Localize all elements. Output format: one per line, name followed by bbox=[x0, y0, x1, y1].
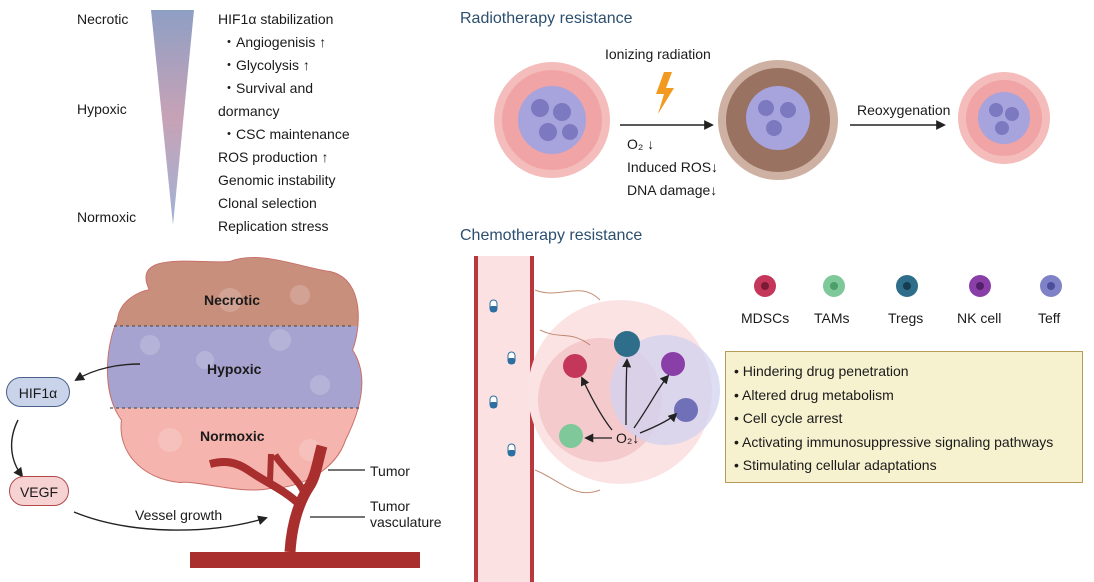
mechanism-item: • Altered drug metabolism bbox=[734, 386, 894, 403]
effect-item: Clonal selection bbox=[218, 195, 317, 211]
level-label-necrotic: Necrotic bbox=[77, 11, 129, 27]
o2-label: O₂↓ bbox=[616, 430, 640, 446]
tumor-label: Tumor bbox=[370, 463, 410, 479]
mechanism-item: • Stimulating cellular adaptations bbox=[734, 457, 937, 473]
effect-item: ・CSC maintenance bbox=[222, 126, 350, 142]
cell-label-teff: Teff bbox=[1038, 310, 1061, 326]
effect-item: dormancy bbox=[218, 103, 280, 119]
vegf-pill: VEGF bbox=[9, 476, 69, 506]
oxygen-gradient-wedge bbox=[151, 10, 194, 225]
tumor-vasculature-label-line1: Tumor bbox=[370, 498, 410, 514]
mechanisms-box: • Hindering drug penetration • Altered d… bbox=[725, 351, 1083, 483]
ionizing-radiation-label: Ionizing radiation bbox=[605, 46, 711, 62]
effect-item: ・Angiogenisis ↑ bbox=[222, 34, 327, 50]
effect-item: Replication stress bbox=[218, 218, 329, 234]
effect-item: HIF1α stabilization bbox=[218, 11, 334, 27]
level-label-normoxic: Normoxic bbox=[77, 209, 137, 225]
radio-effect: DNA damage↓ bbox=[627, 182, 718, 198]
zone-label-necrotic: Necrotic bbox=[204, 292, 261, 308]
radiotherapy-tumor-irradiated bbox=[718, 60, 838, 180]
radiotherapy-tumor-reoxygenated bbox=[958, 72, 1050, 164]
chemotherapy-title: Chemotherapy resistance bbox=[460, 227, 643, 244]
radio-effect: Induced ROS↓ bbox=[627, 159, 719, 175]
tumor-illustration bbox=[106, 256, 420, 568]
effect-item: ・Glycolysis ↑ bbox=[222, 57, 310, 73]
tumor-vasculature-label-line2: vasculature bbox=[370, 514, 442, 530]
vessel-growth-label: Vessel growth bbox=[135, 507, 223, 523]
level-label-hypoxic: Hypoxic bbox=[77, 101, 127, 117]
radiotherapy-title: Radiotherapy resistance bbox=[460, 10, 633, 27]
hif1a-pill: HIF1α bbox=[6, 377, 70, 407]
cell-label-tams: TAMs bbox=[814, 310, 850, 326]
effect-item: ・Survival and bbox=[222, 80, 314, 96]
radiotherapy-tumor-before bbox=[494, 62, 610, 178]
cell-legend-icons bbox=[754, 275, 1062, 297]
zone-label-hypoxic: Hypoxic bbox=[207, 361, 262, 377]
effect-item: Genomic instability bbox=[218, 172, 336, 188]
lightning-icon bbox=[656, 72, 674, 114]
reoxygenation-label: Reoxygenation bbox=[857, 102, 951, 118]
cell-label-tregs: Tregs bbox=[888, 310, 924, 326]
cell-label-mdscs: MDSCs bbox=[741, 310, 790, 326]
cell-label-nk: NK cell bbox=[957, 310, 1002, 326]
effect-item: ROS production ↑ bbox=[218, 149, 329, 165]
mechanism-item: • Hindering drug penetration bbox=[734, 363, 909, 379]
mechanism-item: • Cell cycle arrest bbox=[734, 410, 843, 426]
blood-vessel bbox=[474, 256, 534, 582]
chemotherapy-tumor bbox=[528, 289, 720, 494]
radio-effect: O₂ ↓ bbox=[627, 136, 655, 152]
zone-label-normoxic: Normoxic bbox=[200, 428, 265, 444]
mechanism-item: • Activating immunosuppressive signaling… bbox=[734, 433, 1054, 450]
